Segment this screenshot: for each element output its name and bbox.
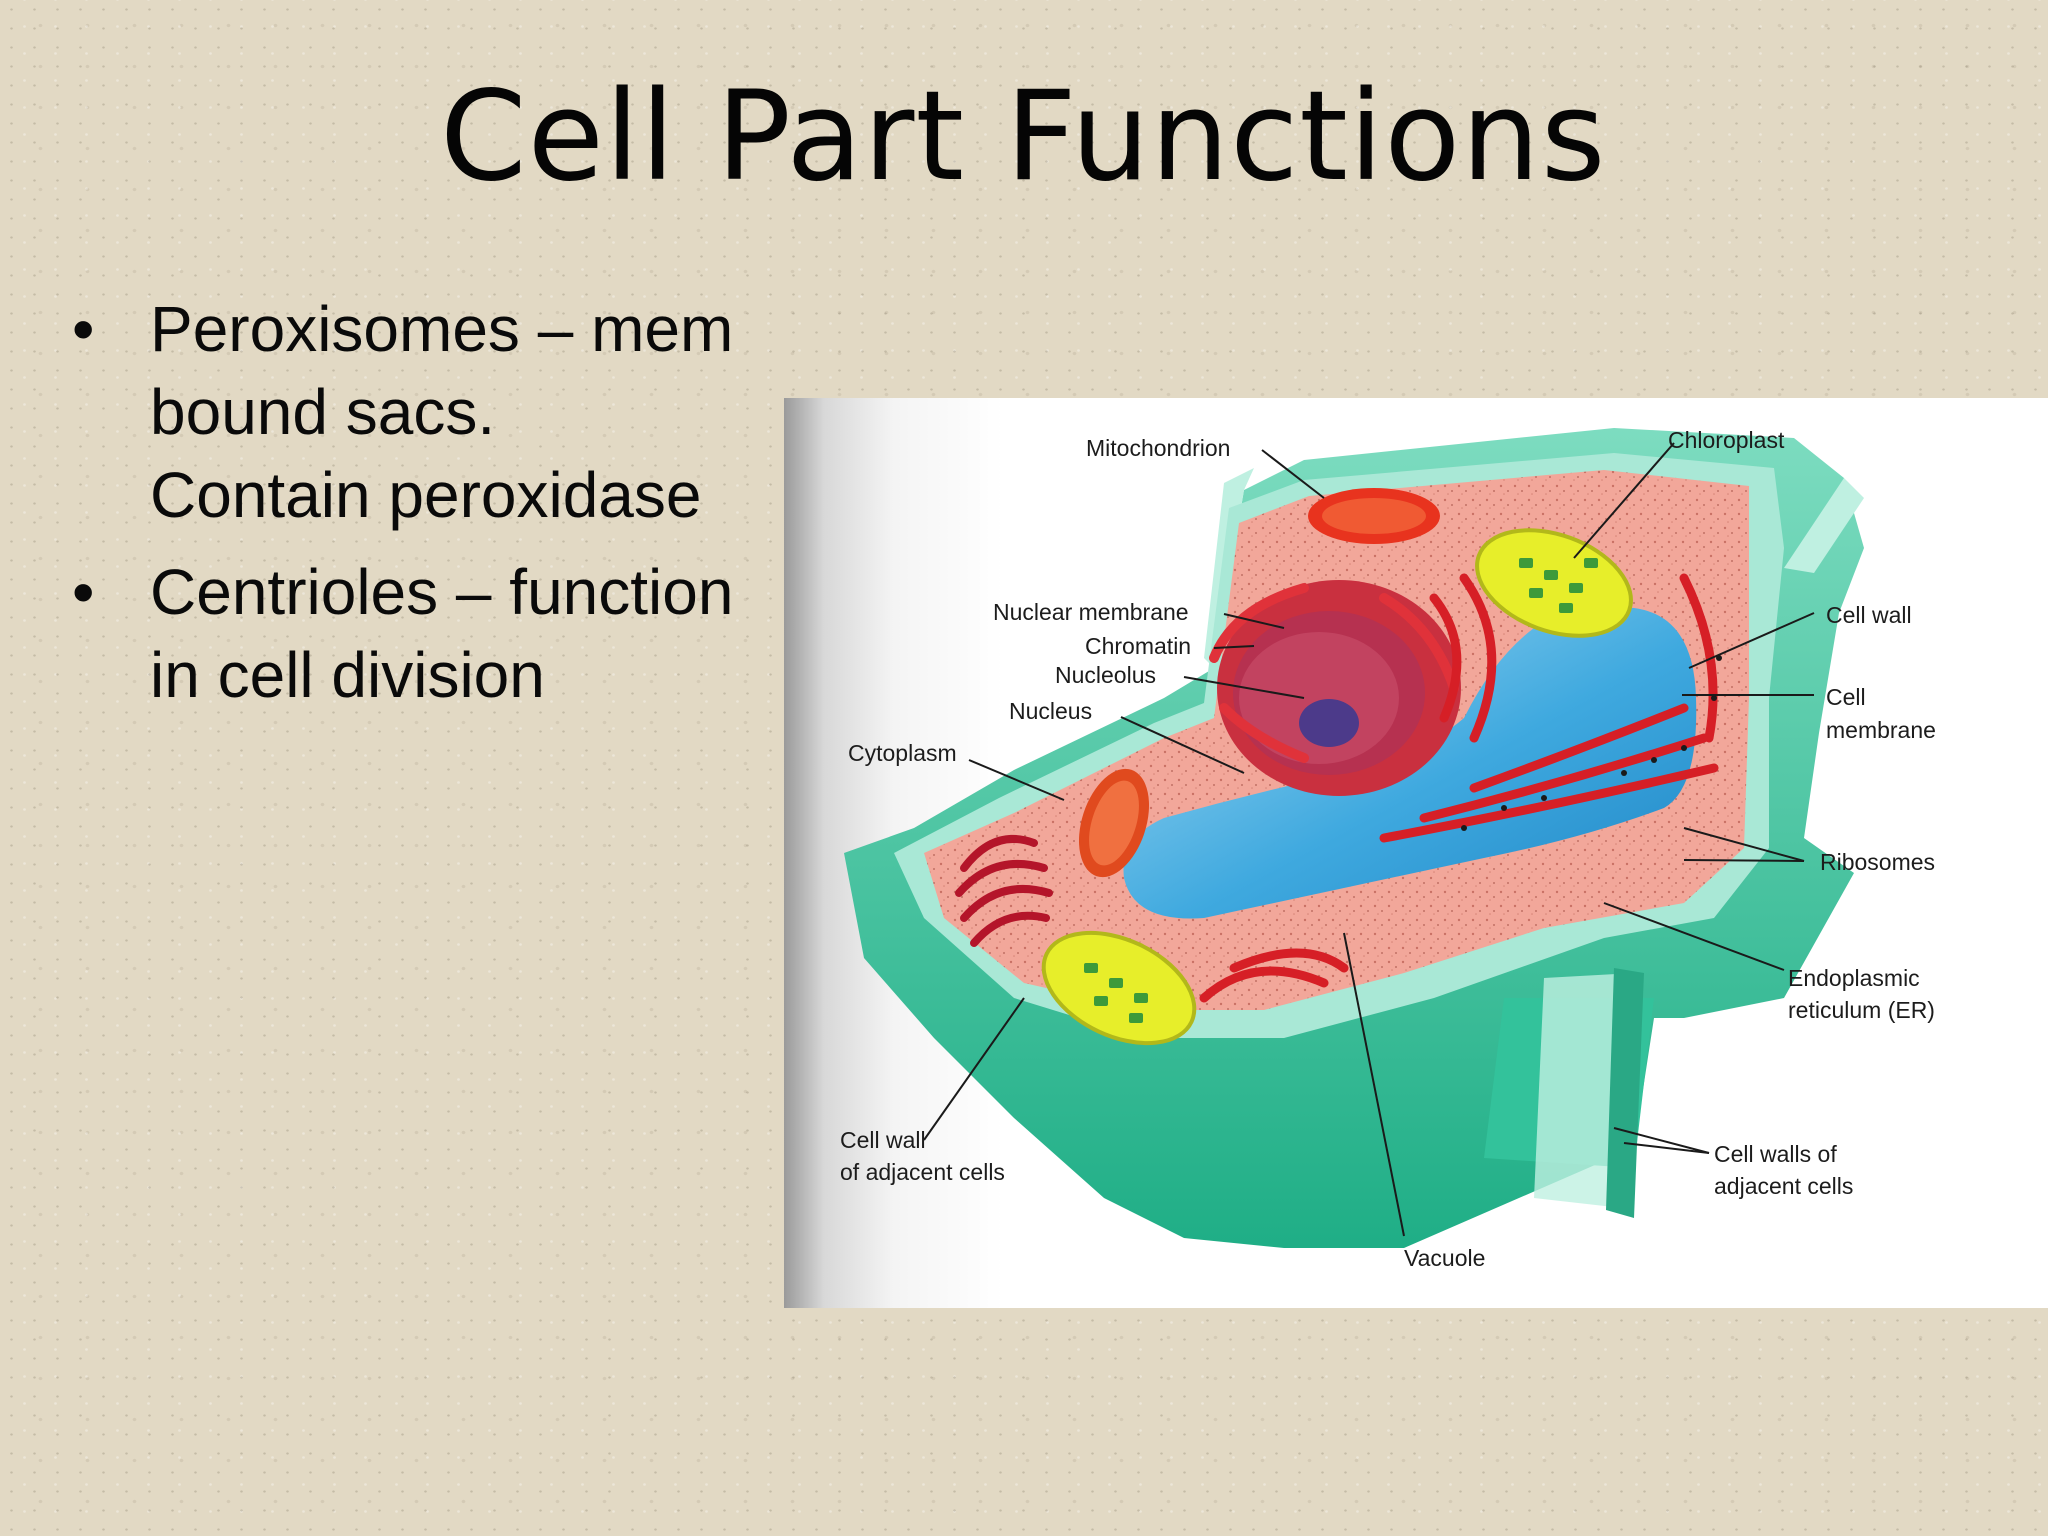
label-er-line1: Endoplasmic	[1788, 965, 1920, 991]
label-chromatin: Chromatin	[1085, 633, 1191, 659]
bullet-icon: •	[72, 556, 95, 628]
golgi-shape	[955, 834, 1053, 947]
bullet-item-centrioles: • Centrioles – function in cell division	[72, 551, 792, 717]
plant-cell-illustration: Mitochondrion Chloroplast Nuclear membra…	[840, 427, 1936, 1271]
label-er-line2: reticulum (ER)	[1788, 997, 1935, 1023]
ribosomes-shape	[1461, 655, 1722, 831]
label-ribosomes: Ribosomes	[1820, 849, 1935, 875]
label-cytoplasm: Cytoplasm	[848, 740, 957, 766]
bullet-icon: •	[72, 293, 95, 365]
label-cell-wall-adjacent-line1: Cell wall	[840, 1127, 926, 1153]
label-cell-membrane-line2: membrane	[1826, 717, 1936, 743]
endoplasmic-reticulum-shape	[1199, 573, 1719, 1003]
label-leader-lines	[923, 442, 1815, 1237]
label-nucleolus: Nucleolus	[1055, 662, 1156, 688]
bullet-line: bound sacs.	[150, 376, 496, 448]
mitochondrion-shape	[1078, 488, 1440, 878]
label-cell-walls-adjacent-line2: adjacent cells	[1714, 1173, 1853, 1199]
chloroplast-shape	[1041, 528, 1633, 1046]
nucleus-shape	[1209, 580, 1461, 796]
bullet-line: Centrioles – function	[150, 556, 734, 628]
label-cell-wall-adjacent-line2: of adjacent cells	[840, 1159, 1005, 1185]
label-cell-membrane-line1: Cell	[1826, 684, 1866, 710]
bullet-line: Contain peroxidase	[150, 459, 702, 531]
label-nuclear-membrane: Nuclear membrane	[993, 599, 1189, 625]
bullet-line: in cell division	[150, 639, 545, 711]
label-cell-wall: Cell wall	[1826, 602, 1912, 628]
bullet-list: • Peroxisomes – mem bound sacs. Contain …	[72, 288, 792, 731]
label-cell-walls-adjacent-line1: Cell walls of	[1714, 1141, 1837, 1167]
bullet-item-peroxisomes: • Peroxisomes – mem bound sacs. Contain …	[72, 288, 792, 537]
bullet-line: Peroxisomes – mem	[150, 293, 734, 365]
label-vacuole: Vacuole	[1404, 1245, 1485, 1271]
slide-title: Cell Part Functions	[440, 65, 1607, 209]
plant-cell-diagram: Mitochondrion Chloroplast Nuclear membra…	[784, 398, 2048, 1308]
label-mitochondrion: Mitochondrion	[1086, 435, 1230, 461]
label-chloroplast: Chloroplast	[1668, 427, 1785, 453]
label-nucleus: Nucleus	[1009, 698, 1092, 724]
